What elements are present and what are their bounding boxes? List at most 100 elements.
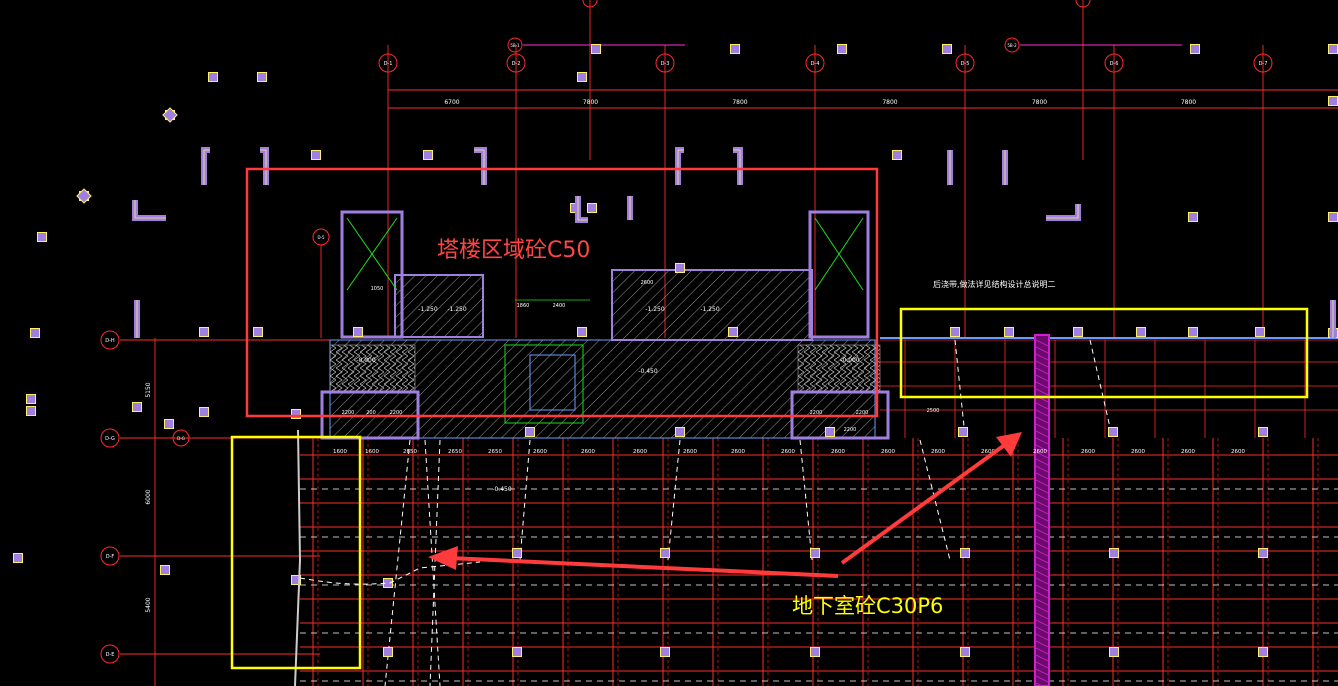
column [837,44,847,54]
column [1188,327,1198,337]
post-pour-hatch-line [1035,584,1049,592]
post-pour-hatch-line [1035,626,1049,634]
column [675,427,685,437]
post-pour-hatch-line [1035,479,1049,487]
column [76,188,92,204]
axis-bubble-top [1104,53,1124,73]
axis-bubble-label: D-E [106,652,115,658]
wall-segment-edge [134,200,166,219]
post-pour-hatch-line [1035,542,1049,550]
elevation-text: -1.250 [700,306,720,313]
column [162,107,178,123]
wall-segments [132,147,1336,338]
tower-zone-label: 塔楼区域砼C50 [437,238,591,263]
grid-dimension-text: 2600 [1033,449,1047,455]
axis-bubble-top [655,53,675,73]
column [730,44,740,54]
column [660,647,670,657]
axis-bubble-small [1004,37,1020,53]
small-dimension-text: 2200 [856,410,869,416]
post-pour-hatch-line [1035,402,1049,410]
post-pour-hatch-line [1035,661,1049,669]
column [960,548,970,558]
column [512,548,522,558]
tower-zone-box[interactable] [245,167,879,418]
dashed-beam [424,439,441,686]
post-pour-hatch-line [1035,591,1049,599]
top-dimension-text: 7800 [583,99,598,106]
grid-dimension-text: 2650 [448,449,462,455]
basement-zone-label: 地下室砼C30P6 [792,594,944,618]
axis-bubble-label: D-H [105,338,115,344]
small-dimension-text: 200 [366,410,376,416]
column [1108,427,1118,437]
column [1258,548,1268,558]
grid-dimension-text: 2600 [581,449,595,455]
column [1109,548,1119,558]
column [1258,427,1268,437]
axis-bubble-label: D-7 [1259,61,1268,67]
post-pour-hatch-line [1035,675,1049,683]
grid-dimension-text: 2600 [683,449,697,455]
grid-dimension-text: 2600 [781,449,795,455]
top-dimension-text: 7800 [1181,99,1196,106]
top-dimension-text: 7800 [732,99,747,106]
post-pour-hatch-line [1035,647,1049,655]
post-pour-hatch-line [1035,654,1049,662]
axis-bubble-label: D-1 [384,61,393,67]
axis-bubble-top [506,53,526,73]
post-pour-hatch-line [1035,430,1049,438]
top-dimension-text: 7800 [882,99,897,106]
wall-segment [733,147,743,185]
column [660,548,670,558]
elevation-text: -0.450 [638,368,658,375]
column [675,263,685,273]
wall-segment [132,200,166,221]
post-pour-hatch-line [1035,605,1049,613]
column [1255,327,1265,337]
basement-zone-box-right[interactable] [899,307,1309,399]
column [1258,647,1268,657]
axis-bubble-label: D-4 [811,61,820,67]
slab-edge [294,429,302,686]
axis-bubble-top [1253,53,1273,73]
wall-segment-edge [677,149,684,185]
grid-dimension-text: 2600 [1131,449,1145,455]
post-pour-hatch-line [1035,640,1049,648]
dashed-beam [519,439,531,561]
structural-grid [120,0,1338,686]
basement-zone-box-left[interactable] [230,435,362,670]
column [199,407,209,417]
post-pour-note: 后浇带,做法详见结构设计总说明二 [933,280,1056,289]
grid-dimension-text: 2650 [488,449,502,455]
wall-segment-edge [733,149,741,185]
column [253,327,263,337]
axis-bubble-left [100,428,120,448]
column [164,419,174,429]
axis-bubble-top [582,0,598,8]
left-dimension-text: 5400 [145,597,152,612]
axis-bubble-label: D-2 [512,61,521,67]
wall-segment-edge [577,196,588,221]
post-pour-hatch-line [1035,360,1049,368]
column [728,327,738,337]
column [1328,212,1338,222]
curved-beam [299,561,481,585]
post-pour-hatch-line [1035,416,1049,424]
column [810,548,820,558]
column [26,394,36,404]
axis-bubble-left [100,330,120,350]
column [37,232,47,242]
dashed-beam [799,439,813,561]
axis-bubble-label: D-6 [1110,61,1119,67]
tower-core [320,210,890,440]
elevation-text: -1.250 [418,306,438,313]
column [810,647,820,657]
post-pour-strip [1034,334,1050,686]
wall-segment-edge [1046,204,1079,219]
post-pour-hatch-line [1035,409,1049,417]
axis-bubble-top [1075,0,1091,8]
elevation-text: -0.000 [356,357,376,364]
grid-dimension-text: 2600 [633,449,647,455]
